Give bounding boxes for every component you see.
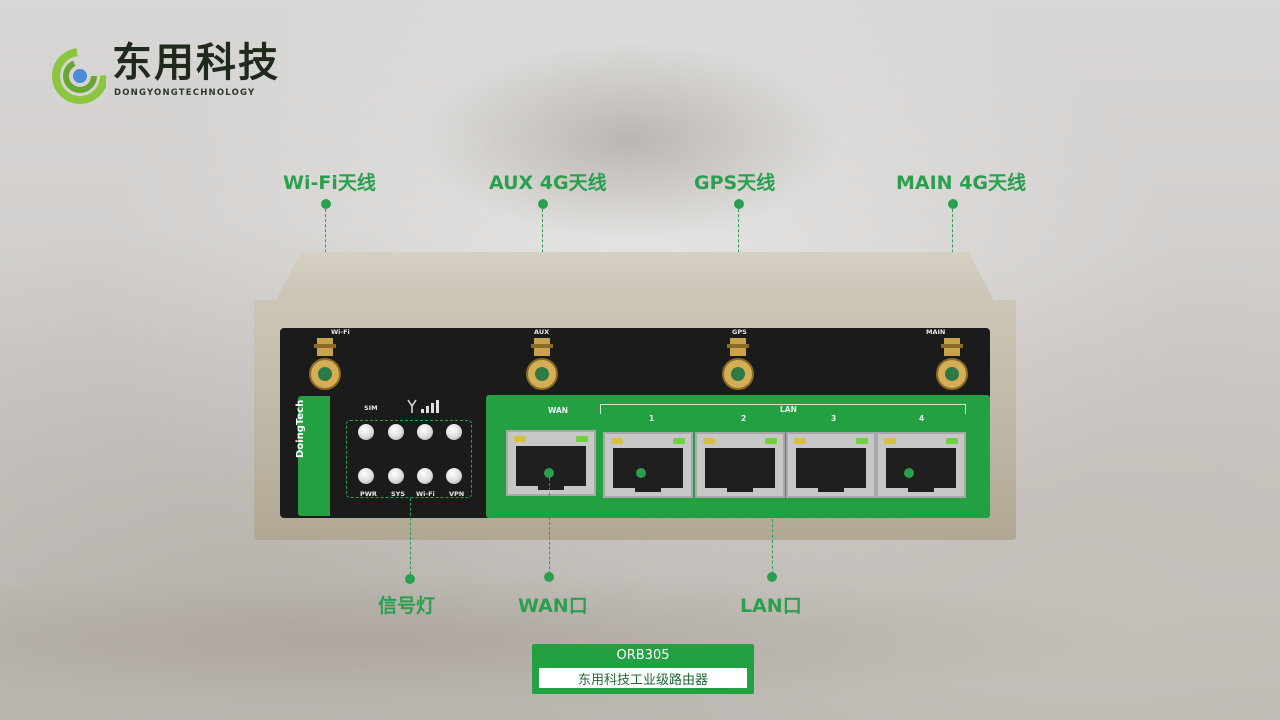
port-socket-tab [538,480,564,490]
led-pwr [358,468,374,484]
port-label-lan: LAN [776,405,801,414]
callout-aux-antenna: AUX 4G天线 [489,172,607,194]
port-led-yellow [703,438,715,444]
callout-dot [544,572,554,582]
led-label-wifi: Wi-Fi [416,490,435,498]
gps-antenna-connector-icon [722,338,754,390]
port-led-green [856,438,868,444]
product-model: ORB305 [616,648,670,663]
signal-strength-icon [407,399,439,413]
router-device: Wi-Fi AUX GPS MAIN DoingTech SIM [254,252,1016,540]
product-name: 东用科技工业级路由器 [577,673,708,688]
brand-label: DoingTech [295,399,306,458]
antenna-label-gps: GPS [732,328,747,336]
led-label-sys: SYS [391,490,406,498]
lan-port-4 [876,432,966,498]
background-haze [0,560,1280,720]
brand-strip [298,396,330,516]
port-led-green [576,436,588,442]
callout-line [772,514,773,574]
lan-group-line [641,514,909,515]
callout-dot [904,468,914,478]
led-label-sim: SIM [364,404,378,412]
port-socket [705,448,775,488]
port-socket-tab [635,482,661,492]
led-label-pwr: PWR [360,490,377,498]
aux-antenna-connector-icon [526,338,558,390]
antenna-label-main: MAIN [926,328,946,336]
lan-port-3 [786,432,876,498]
logo-name: 东用科技 [112,40,280,86]
led-indicator [388,424,404,440]
callout-dot [405,574,415,584]
logo-subtitle: DONGYONGTECHNOLOGY [114,88,256,98]
antenna-label-wifi: Wi-Fi [331,328,350,336]
port-socket-tab [727,482,753,492]
port-led-yellow [794,438,806,444]
port-socket [886,448,956,488]
callout-dot [767,572,777,582]
port-socket-tab [908,482,934,492]
port-label-wan: WAN [548,406,569,415]
callout-dot [636,468,646,478]
wifi-antenna-connector-icon [309,338,341,390]
antenna-label-aux: AUX [534,328,550,336]
callout-dot [321,199,331,209]
port-led-green [946,438,958,444]
port-socket [613,448,683,488]
port-led-yellow [884,438,896,444]
callout-line [410,498,411,574]
wan-port [506,430,596,496]
lan-port-1 [603,432,693,498]
callout-wan-port: WAN口 [518,595,588,617]
signal-lights-group [346,420,472,498]
port-socket [516,446,586,486]
main-antenna-connector-icon [936,338,968,390]
callout-dot [948,199,958,209]
callout-dot [734,199,744,209]
lan-number-3: 3 [831,414,837,423]
lan-number-2: 2 [741,414,747,423]
callout-dot [538,199,548,209]
callout-gps-antenna: GPS天线 [694,172,776,194]
lan-number-4: 4 [919,414,925,423]
background-haze [420,40,840,240]
port-led-green [673,438,685,444]
callout-dot [544,468,554,478]
port-socket-tab [818,482,844,492]
callout-main-antenna: MAIN 4G天线 [896,172,1027,194]
led-indicator [417,424,433,440]
callout-line [549,478,550,574]
company-logo: 东用科技 DONGYONGTECHNOLOGY [40,38,300,104]
led-label-vpn: VPN [449,490,465,498]
callout-signal-lights: 信号灯 [378,595,436,617]
callout-lan-port: LAN口 [740,595,802,617]
callout-wifi-antenna: Wi-Fi天线 [283,172,376,194]
led-wifi [417,468,433,484]
led-indicator [358,424,374,440]
port-led-yellow [514,436,526,442]
lan-port-2 [695,432,785,498]
product-name-box: 东用科技工业级路由器 [539,668,747,688]
product-badge: ORB305 东用科技工业级路由器 [532,644,754,694]
led-vpn [446,468,462,484]
router-top-face [272,252,998,308]
logo-mark-icon [52,48,106,104]
lan-number-1: 1 [649,414,655,423]
port-socket [796,448,866,488]
led-indicator [446,424,462,440]
led-sys [388,468,404,484]
port-led-yellow [611,438,623,444]
lan-bracket [600,404,966,414]
port-led-green [765,438,777,444]
